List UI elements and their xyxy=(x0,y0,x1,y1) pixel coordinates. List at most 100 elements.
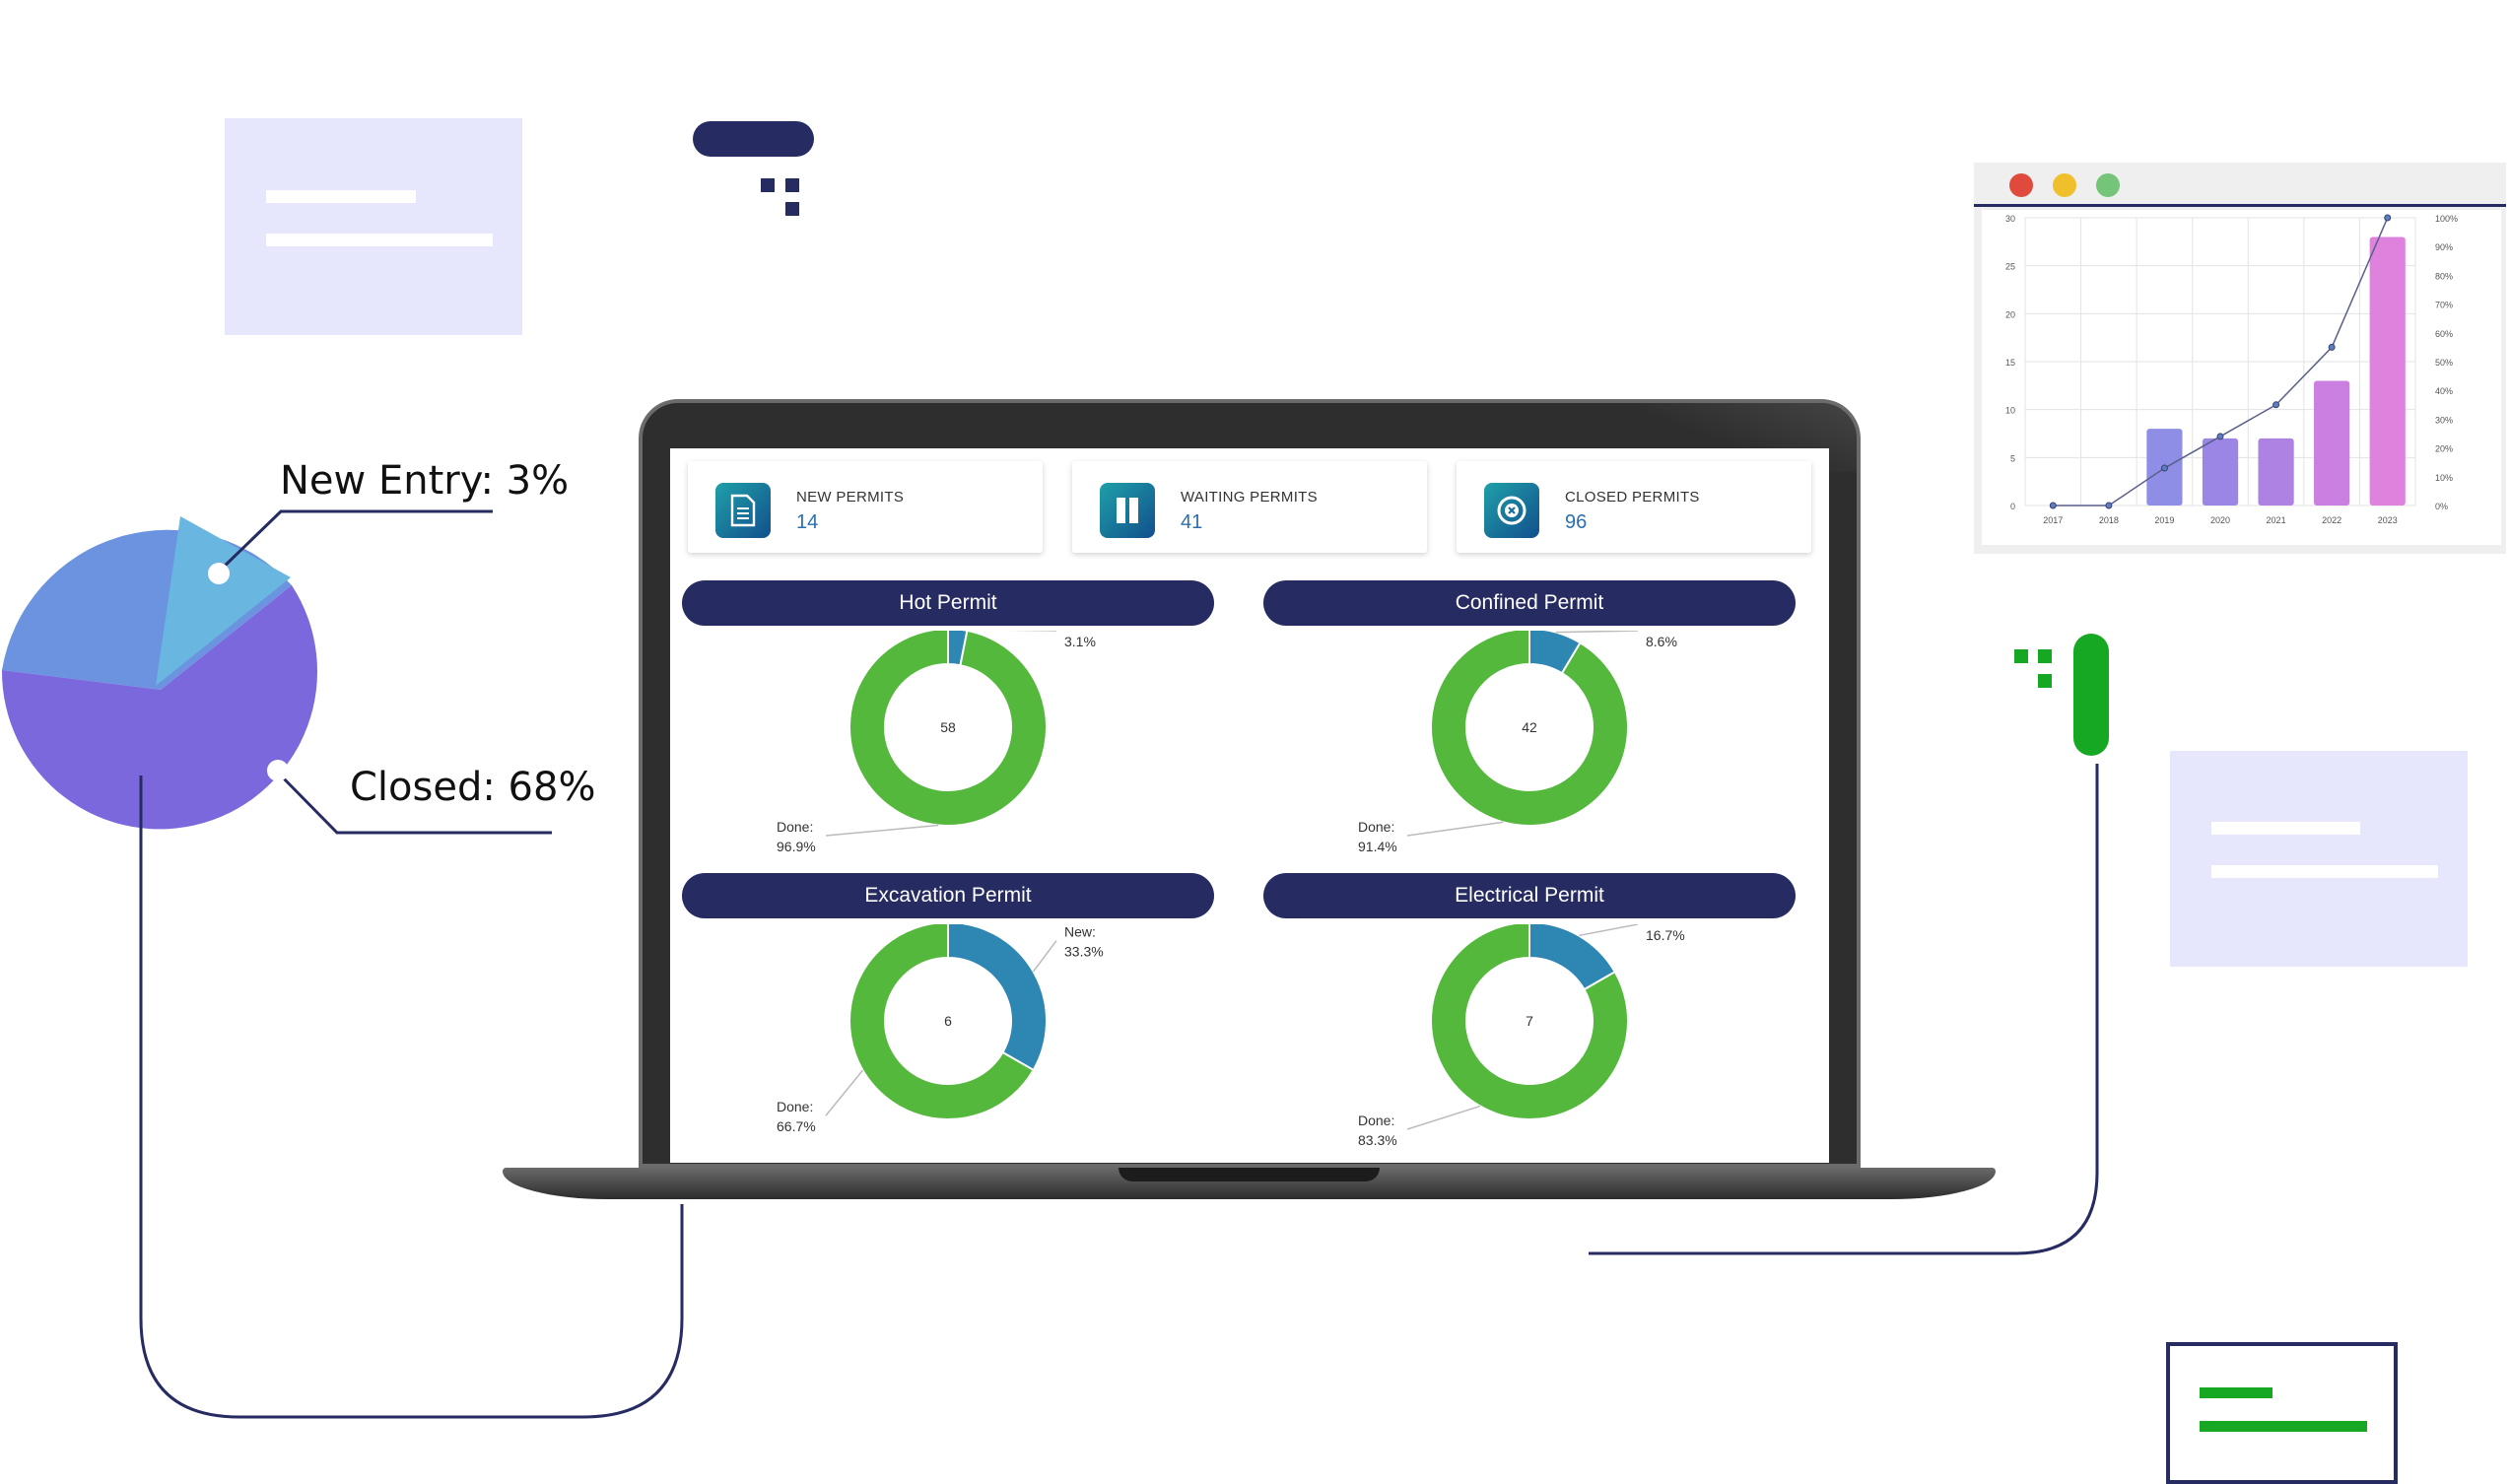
leader-line-done xyxy=(1406,1105,1481,1130)
y2-tick-label: 20% xyxy=(2435,444,2453,454)
green-square xyxy=(2038,674,2052,688)
y-tick-label: 15 xyxy=(2005,358,2015,368)
donut-new-label: New: xyxy=(1064,924,1096,940)
close-dot-icon[interactable] xyxy=(2009,173,2033,197)
excavation-permit-header: Excavation Permit xyxy=(682,873,1214,918)
leader-line-done xyxy=(825,824,939,837)
status-pie-chart xyxy=(1,516,317,830)
stat-label: CLOSED PERMITS xyxy=(1565,489,1700,506)
donut-slice-done xyxy=(848,924,1036,1120)
square-decoration xyxy=(761,178,775,192)
donut-done-pct: 96.9% xyxy=(777,839,816,854)
leader-line-done xyxy=(1406,821,1504,837)
donut-done-pct: 91.4% xyxy=(1358,839,1397,854)
placeholder-line xyxy=(2211,865,2438,878)
lavender-card-top-left xyxy=(225,118,522,335)
maximize-dot-icon[interactable] xyxy=(2096,173,2120,197)
x-tick-label: 2020 xyxy=(2210,515,2230,525)
placeholder-line xyxy=(266,234,493,246)
callout-line-closed xyxy=(276,771,552,835)
y2-tick-label: 50% xyxy=(2435,358,2453,368)
line-point xyxy=(2160,464,2168,472)
donut-center-value: 7 xyxy=(1526,1013,1533,1029)
x-tick-label: 2023 xyxy=(2378,515,2398,525)
laptop-notch xyxy=(1119,1168,1380,1181)
electrical-permit-donut: 7New:16.7%Done:83.3% xyxy=(1358,924,1685,1148)
donut-done-label: Done: xyxy=(1358,1113,1394,1128)
navy-pill-decoration xyxy=(693,121,814,157)
stat-card-waiting-permits[interactable]: WAITING PERMITS 41 xyxy=(1072,461,1427,553)
line-point xyxy=(2273,401,2280,409)
leader-line-new xyxy=(1032,940,1057,973)
callout-dot xyxy=(267,760,289,781)
line-point xyxy=(2049,502,2057,509)
y2-tick-label: 100% xyxy=(2435,214,2458,224)
green-pill-decoration xyxy=(2073,634,2109,756)
stat-card-closed-permits[interactable]: CLOSED PERMITS 96 xyxy=(1457,461,1811,553)
donut-done-pct: 66.7% xyxy=(777,1118,816,1134)
x-tick-label: 2018 xyxy=(2099,515,2119,525)
line-point xyxy=(2328,343,2336,351)
window-titlebar xyxy=(1974,163,2506,207)
y-tick-label: 30 xyxy=(2005,214,2015,224)
stat-value: 14 xyxy=(796,511,819,533)
y2-tick-label: 60% xyxy=(2435,329,2453,339)
minimize-dot-icon[interactable] xyxy=(2053,173,2076,197)
placeholder-line xyxy=(2211,822,2360,835)
y-tick-label: 20 xyxy=(2005,309,2015,319)
donut-slice-new xyxy=(947,924,1048,1072)
stat-label: NEW PERMITS xyxy=(796,489,905,506)
donut-done-pct: 83.3% xyxy=(1358,1132,1397,1148)
leader-line-new xyxy=(1555,631,1639,634)
pause-icon xyxy=(1100,483,1155,538)
confined-permit-header: Confined Permit xyxy=(1263,580,1796,626)
callout-line-new-entry xyxy=(217,509,493,573)
bar xyxy=(2258,438,2294,506)
y2-tick-label: 90% xyxy=(2435,242,2453,252)
placeholder-line xyxy=(2200,1421,2367,1432)
line-point xyxy=(2216,433,2224,440)
closed-callout: Closed: 68% xyxy=(350,765,596,810)
placeholder-line xyxy=(266,190,416,203)
document-icon xyxy=(715,483,771,538)
combo-chart-svg: 0510152025300%10%20%30%40%50%60%70%80%90… xyxy=(2005,214,2458,525)
square-decoration xyxy=(785,178,799,192)
lavender-card-right xyxy=(2170,751,2468,967)
electrical-permit-header: Electrical Permit xyxy=(1263,873,1796,918)
hot-permit-donut: 58New:3.1%Done:96.9% xyxy=(777,631,1096,854)
green-square xyxy=(2014,649,2028,663)
stat-card-new-permits[interactable]: NEW PERMITS 14 xyxy=(688,461,1043,553)
green-square xyxy=(2038,649,2052,663)
donut-new-pct: 3.1% xyxy=(1064,634,1096,649)
hot-permit-header: Hot Permit xyxy=(682,580,1214,626)
leader-line-done xyxy=(825,1069,864,1116)
close-circle-icon xyxy=(1484,483,1539,538)
y2-tick-label: 80% xyxy=(2435,271,2453,281)
y-tick-label: 5 xyxy=(2010,453,2015,463)
y2-tick-label: 0% xyxy=(2435,502,2448,511)
connector-line-left xyxy=(139,776,684,1419)
callout-dot xyxy=(208,563,230,584)
x-tick-label: 2017 xyxy=(2043,515,2063,525)
donut-center-value: 6 xyxy=(944,1013,952,1029)
x-tick-label: 2019 xyxy=(2154,515,2174,525)
stat-label: WAITING PERMITS xyxy=(1181,489,1318,506)
placeholder-line xyxy=(2200,1387,2273,1398)
bar xyxy=(2202,438,2239,506)
stat-value: 96 xyxy=(1565,511,1588,533)
square-decoration xyxy=(785,202,799,216)
stat-value: 41 xyxy=(1181,511,1203,533)
y-tick-label: 25 xyxy=(2005,262,2015,272)
y2-tick-label: 40% xyxy=(2435,386,2453,396)
y2-tick-label: 30% xyxy=(2435,415,2453,425)
donut-slice-new xyxy=(1528,924,1617,991)
donut-slice-new xyxy=(947,631,969,667)
y2-tick-label: 10% xyxy=(2435,473,2453,483)
green-outline-card xyxy=(2166,1342,2398,1484)
new-entry-callout: New Entry: 3% xyxy=(280,458,570,504)
pie-slice-new-entry xyxy=(156,516,291,686)
donut-center-value: 58 xyxy=(940,719,956,735)
y-tick-label: 0 xyxy=(2010,502,2015,511)
